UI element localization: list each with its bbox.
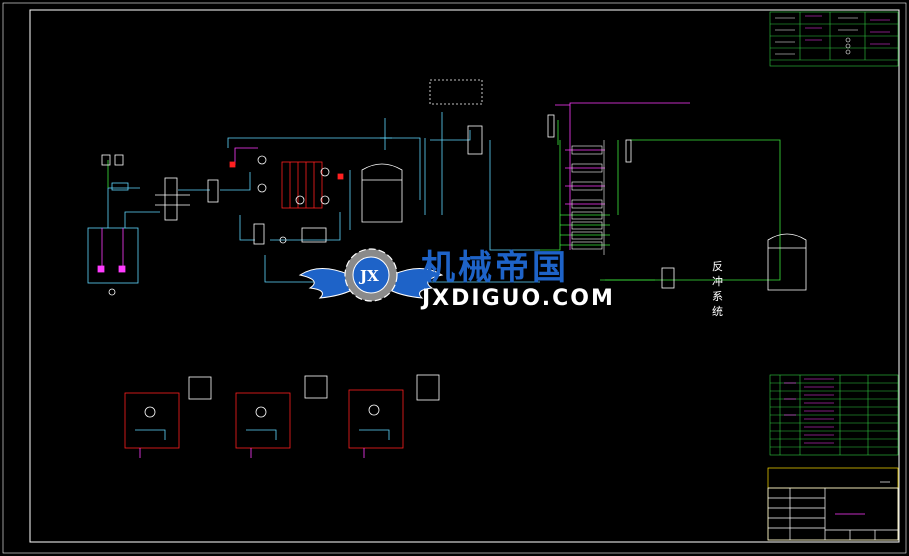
process-pipes-cyan bbox=[107, 112, 540, 283]
wing-left-icon bbox=[298, 268, 353, 299]
wing-right-icon bbox=[389, 268, 444, 299]
side-label-char-1: 反 bbox=[712, 260, 723, 273]
side-label: 反 冲 系 统 bbox=[712, 260, 723, 318]
gear-logo-icon: JX bbox=[344, 248, 398, 302]
equipment-table bbox=[769, 374, 899, 456]
membrane-rack bbox=[571, 140, 605, 255]
watermark-logo-text: JX bbox=[358, 267, 379, 285]
process-pipes-magenta bbox=[234, 102, 690, 250]
watermark: JX 机械帝国 JXDIGUO.COM bbox=[298, 248, 615, 311]
side-label-char-2: 冲 bbox=[712, 274, 723, 288]
side-label-char-3: 系 bbox=[712, 290, 723, 303]
legend-table bbox=[769, 11, 899, 67]
title-block bbox=[767, 467, 899, 541]
side-label-char-4: 统 bbox=[712, 305, 723, 318]
filter-assembly bbox=[111, 155, 344, 245]
detail-stations bbox=[124, 374, 440, 458]
storage-tanks bbox=[101, 79, 807, 291]
feed-tank bbox=[87, 227, 139, 296]
watermark-cn-text: 机械帝国 bbox=[421, 248, 569, 288]
process-pipes-green bbox=[107, 120, 781, 281]
watermark-en-text: JXDIGUO.COM bbox=[420, 286, 615, 311]
